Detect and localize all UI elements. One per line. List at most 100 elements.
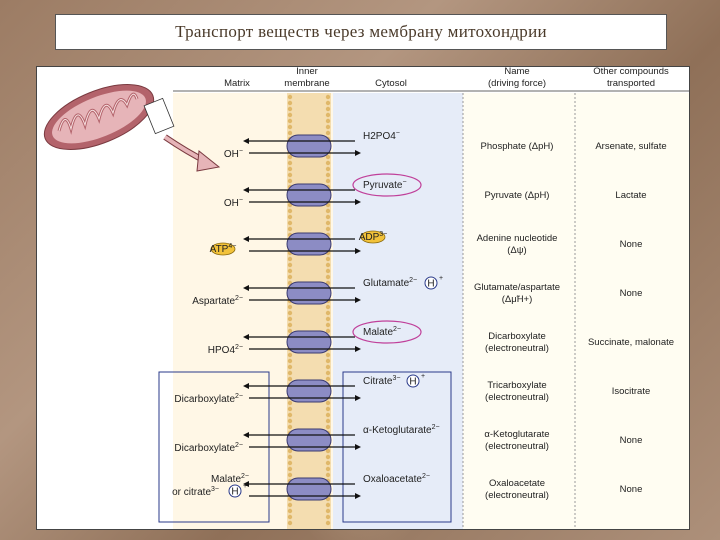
lipid-head xyxy=(287,472,293,478)
proton-charge: + xyxy=(421,373,425,380)
inner-membrane xyxy=(287,93,331,529)
cytosol-substrate-charge: 2− xyxy=(422,473,430,480)
proton-label: H xyxy=(409,377,416,388)
cytosol-substrate-text: ADP xyxy=(359,232,380,243)
driving-force: (Δμ̃H+) xyxy=(502,294,533,305)
lipid-head xyxy=(287,124,293,130)
lipid-head xyxy=(287,364,293,370)
cytosol-substrate-charge: 2− xyxy=(409,277,417,284)
lipid-head xyxy=(325,322,331,328)
arrowhead xyxy=(355,493,361,499)
lipid-head xyxy=(325,418,331,424)
matrix-substrate-charge: 2− xyxy=(241,473,249,480)
cytosol-substrate-text: Oxaloacetate xyxy=(363,474,422,485)
lipid-head xyxy=(287,130,293,136)
lipid-head xyxy=(325,316,331,322)
other-compounds: None xyxy=(620,288,643,299)
cytosol-substrate-text: α-Ketoglutarate xyxy=(363,425,432,436)
transporter-row: Dicarboxylate2−α-Ketoglutarate2−α-Ketogl… xyxy=(174,424,642,454)
lipid-head xyxy=(325,154,331,160)
highlight-oval xyxy=(352,173,422,197)
cytosol-substrate: Citrate3− xyxy=(363,375,400,387)
transport-figure: Matrix Inner membrane Cytosol Name (driv… xyxy=(36,66,690,530)
lipid-head xyxy=(325,502,331,508)
transporter-name: Dicarboxylate xyxy=(488,331,546,342)
cytosol-substrate-charge: 3− xyxy=(379,231,387,238)
cytosol-substrate-text: H2PO4 xyxy=(363,131,396,142)
lipid-head xyxy=(287,412,293,418)
proton-charge: + xyxy=(439,275,443,282)
matrix-substrate-charge: − xyxy=(239,197,243,204)
lipid-head xyxy=(325,364,331,370)
lipid-head xyxy=(325,220,331,226)
lipid-head xyxy=(287,424,293,430)
header-other-line2: transported xyxy=(607,78,655,89)
lipid-head xyxy=(325,400,331,406)
lipid-head xyxy=(287,118,293,124)
arrowhead xyxy=(243,236,249,242)
lipid-head xyxy=(325,124,331,130)
lipid-head xyxy=(287,262,293,268)
cytosol-substrate: Oxaloacetate2− xyxy=(363,473,430,485)
other-compounds: Lactate xyxy=(615,190,646,201)
membrane-band xyxy=(287,93,331,529)
matrix-substrate: Dicarboxylate2− xyxy=(174,393,243,405)
transporter-row: HPO42−Malate2−Dicarboxylate(electroneutr… xyxy=(208,320,674,356)
lipid-head xyxy=(325,208,331,214)
lipid-head xyxy=(287,322,293,328)
lipid-head xyxy=(287,160,293,166)
lipid-head xyxy=(325,130,331,136)
transport-diagram: Matrix Inner membrane Cytosol Name (driv… xyxy=(43,67,689,529)
transporter-row: OH−H2PO4−Phosphate (ΔpH)Arsenate, sulfat… xyxy=(224,130,667,160)
lipid-head xyxy=(287,352,293,358)
lipid-head xyxy=(287,502,293,508)
carrier-protein xyxy=(286,134,332,158)
proton-circle xyxy=(228,484,242,498)
lipid-head xyxy=(325,520,331,526)
lipid-head xyxy=(325,406,331,412)
lipid-head xyxy=(287,508,293,514)
header-inner-membrane-line2: membrane xyxy=(284,78,329,89)
header-matrix: Matrix xyxy=(224,78,250,89)
lipid-head xyxy=(287,166,293,172)
transporter-row: OH−Pyruvate−Pyruvate (ΔpH)Lactate xyxy=(224,173,647,209)
other-compounds: None xyxy=(620,239,643,250)
lipid-head xyxy=(325,304,331,310)
transporter-name: Glutamate/aspartate xyxy=(474,282,560,293)
lipid-head xyxy=(287,460,293,466)
proton-label: H xyxy=(231,487,238,498)
lipid-head xyxy=(287,418,293,424)
cytosol-substrate-charge: 3− xyxy=(392,375,400,382)
lipid-head xyxy=(325,508,331,514)
matrix-substrate: OH− xyxy=(224,197,243,209)
lipid-head xyxy=(325,454,331,460)
carrier-protein xyxy=(286,477,332,501)
arrowhead xyxy=(243,481,249,487)
cytosol-substrate-charge: 2− xyxy=(432,424,440,431)
other-compounds: None xyxy=(620,484,643,495)
arrowhead xyxy=(355,395,361,401)
lipid-head xyxy=(325,214,331,220)
matrix-substrate-charge: 2− xyxy=(235,344,243,351)
carrier-protein xyxy=(286,281,332,305)
lipid-head xyxy=(287,304,293,310)
lipid-head xyxy=(287,310,293,316)
lipid-head xyxy=(287,514,293,520)
lipid-head xyxy=(325,268,331,274)
lipid-head xyxy=(287,94,293,100)
matrix-substrate-text: OH xyxy=(224,149,239,160)
arrowhead xyxy=(243,334,249,340)
matrix-substrate-text: Dicarboxylate xyxy=(174,394,235,405)
driving-force: (electroneutral) xyxy=(485,343,549,354)
cytosol-substrate: Pyruvate− xyxy=(363,179,407,191)
matrix-substrate-text: ATP xyxy=(210,244,229,255)
matrix-substrate: OH− xyxy=(224,148,243,160)
transporter-name: Tricarboxylate xyxy=(487,380,546,391)
lipid-head xyxy=(325,112,331,118)
header-name-line1: Name xyxy=(504,67,529,77)
lipid-head xyxy=(325,106,331,112)
lipid-head xyxy=(287,448,293,454)
lipid-head xyxy=(287,400,293,406)
carrier-protein xyxy=(286,330,332,354)
transporter-name: Oxaloacetate xyxy=(489,478,545,489)
